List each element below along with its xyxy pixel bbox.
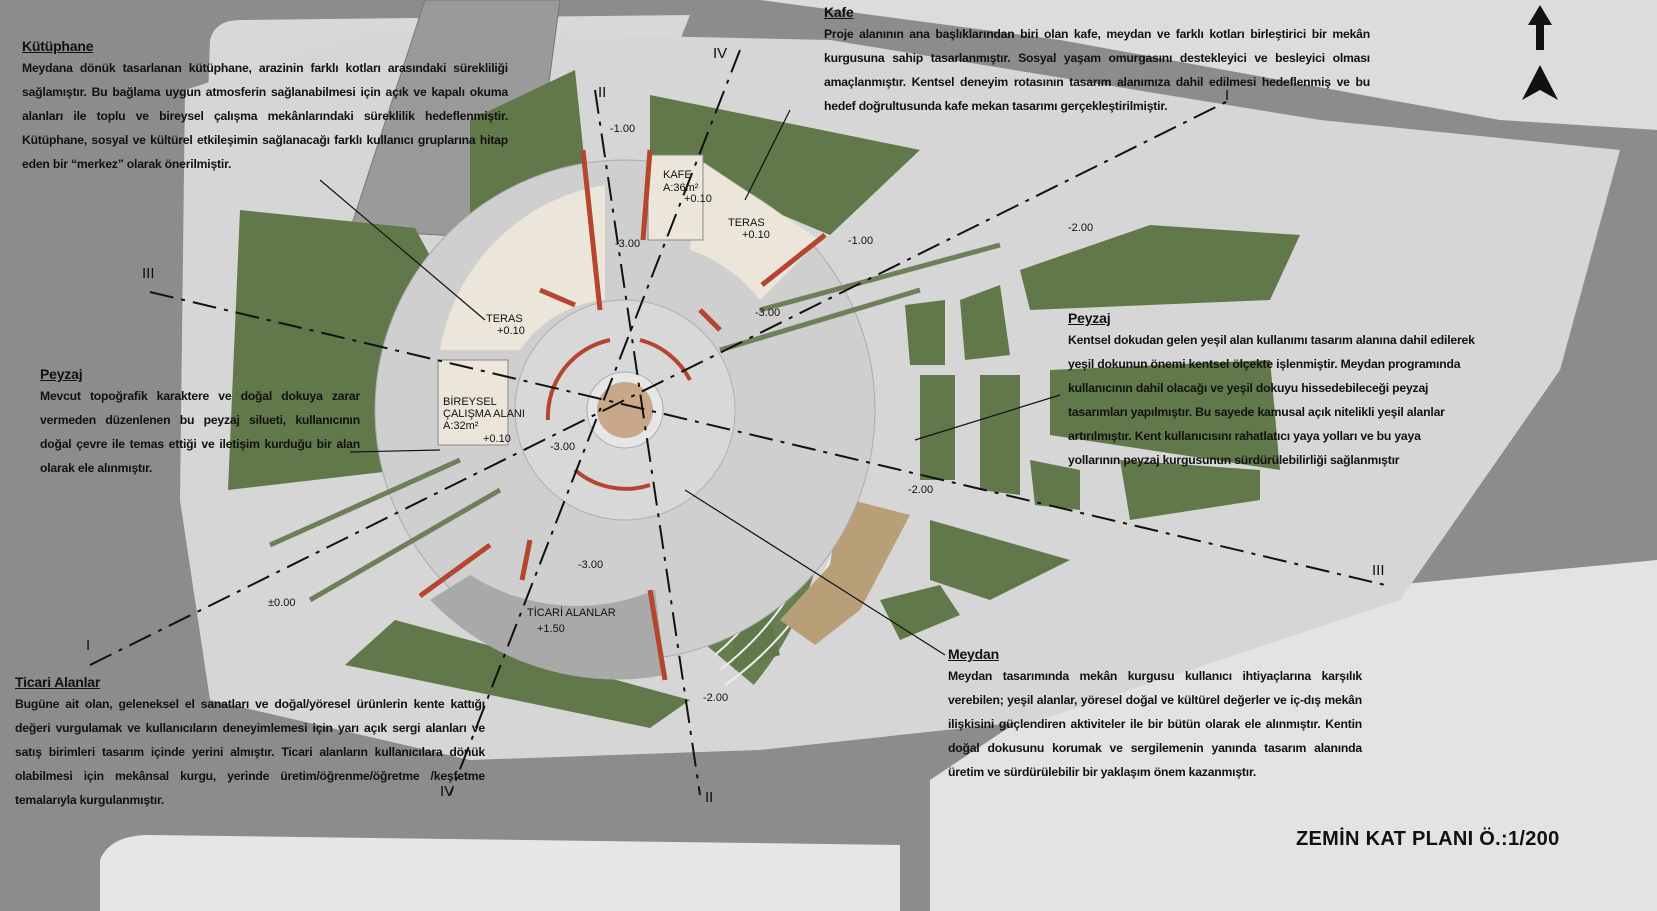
teras-label: TERAS (728, 217, 765, 229)
urban-block-top-right (760, 0, 1657, 130)
kafe-level: +0.10 (684, 193, 712, 205)
ramps (268, 242, 1001, 603)
peyzaj-right-description: Peyzaj Kentsel dokudan gelen yeşil alan … (1068, 308, 1476, 472)
peyzaj-left-heading: Peyzaj (40, 366, 83, 382)
kafe-heading: Kafe (824, 4, 854, 20)
north-arrow-icon (1522, 5, 1558, 100)
seating-arc (573, 468, 651, 491)
kutuphane-description: Kütüphane Meydana dönük tasarlanan kütüp… (22, 36, 508, 176)
meydan-body: Meydan tasarımında mekân kurgusu kullanı… (948, 669, 1362, 779)
seating-arc (639, 338, 692, 381)
bireysel-level: +0.10 (483, 433, 511, 445)
section-mark: I (1225, 87, 1229, 104)
bireysel-label: BİREYSEL (443, 395, 497, 408)
teras-level: +0.10 (742, 229, 770, 241)
section-lines (89, 49, 1386, 796)
kafe-description: Kafe Proje alanının ana başlıklarından b… (824, 2, 1370, 118)
kafe-room (647, 154, 704, 241)
kafe-label: KAFE (663, 169, 692, 181)
ticari-description: Ticari Alanlar Bugüne ait olan, geleneks… (15, 672, 485, 812)
leader-lines (319, 109, 1061, 656)
kafe-area: A:36m² (663, 182, 699, 194)
ticari-body: Bugüne ait olan, geleneksel el sanatları… (15, 697, 485, 807)
central-fountain (597, 382, 653, 438)
section-mark: I (86, 637, 90, 654)
seating-arc (545, 338, 611, 421)
section-mark: IV (440, 783, 454, 800)
elevation-mark: -2.00 (1068, 222, 1093, 234)
elevation-mark: -2.00 (908, 484, 933, 496)
peyzaj-right-heading: Peyzaj (1068, 310, 1111, 326)
elevation-mark: -1.00 (610, 123, 635, 135)
red-walls (418, 149, 827, 681)
kutuphane-body: Meydana dönük tasarlanan kütüphane, araz… (22, 61, 508, 171)
teras-level: +0.10 (497, 325, 525, 337)
meydan-heading: Meydan (948, 646, 999, 662)
section-mark: II (598, 84, 606, 101)
kutuphane-heading: Kütüphane (22, 38, 94, 54)
meydan-description: Meydan Meydan tasarımında mekân kurgusu … (948, 644, 1362, 784)
elevation-mark: -3.00 (550, 441, 575, 453)
wooden-deck (780, 497, 910, 645)
plan-title: ZEMİN KAT PLANI Ö.:1/200 (1296, 828, 1560, 850)
ticari-label: TİCARİ ALANLAR (527, 606, 616, 619)
elevation-mark: -3.00 (755, 307, 780, 319)
peyzaj-left-description: Peyzaj Mevcut topoğrafik karaktere ve do… (40, 364, 360, 480)
urban-block-bottom-right (930, 560, 1657, 911)
bireysel-area: A:32m² (443, 420, 479, 432)
peyzaj-right-body: Kentsel dokudan gelen yeşil alan kullanı… (1068, 333, 1475, 467)
teras-label: TERAS (486, 313, 523, 325)
section-mark: III (142, 265, 155, 282)
elevation-mark: -1.00 (848, 235, 873, 247)
ticari-area (430, 575, 665, 680)
peyzaj-left-body: Mevcut topoğrafik karaktere ve doğal dok… (40, 389, 360, 475)
elevation-mark: -3.00 (615, 238, 640, 250)
section-mark: IV (713, 45, 727, 62)
urban-block-bottom (100, 835, 900, 911)
section-mark: III (1372, 562, 1385, 579)
elevation-mark: -3.00 (578, 559, 603, 571)
kafe-body: Proje alanının ana başlıklarından biri o… (824, 27, 1370, 113)
elevation-mark: -2.00 (703, 692, 728, 704)
ticari-heading: Ticari Alanlar (15, 674, 101, 690)
green-areas (228, 70, 1300, 728)
section-mark: II (705, 789, 713, 806)
teras-library (440, 185, 605, 350)
bireysel-label: ÇALIŞMA ALANI (443, 408, 525, 420)
elevation-mark: ±0.00 (268, 597, 295, 609)
ticari-level: +1.50 (537, 623, 565, 635)
